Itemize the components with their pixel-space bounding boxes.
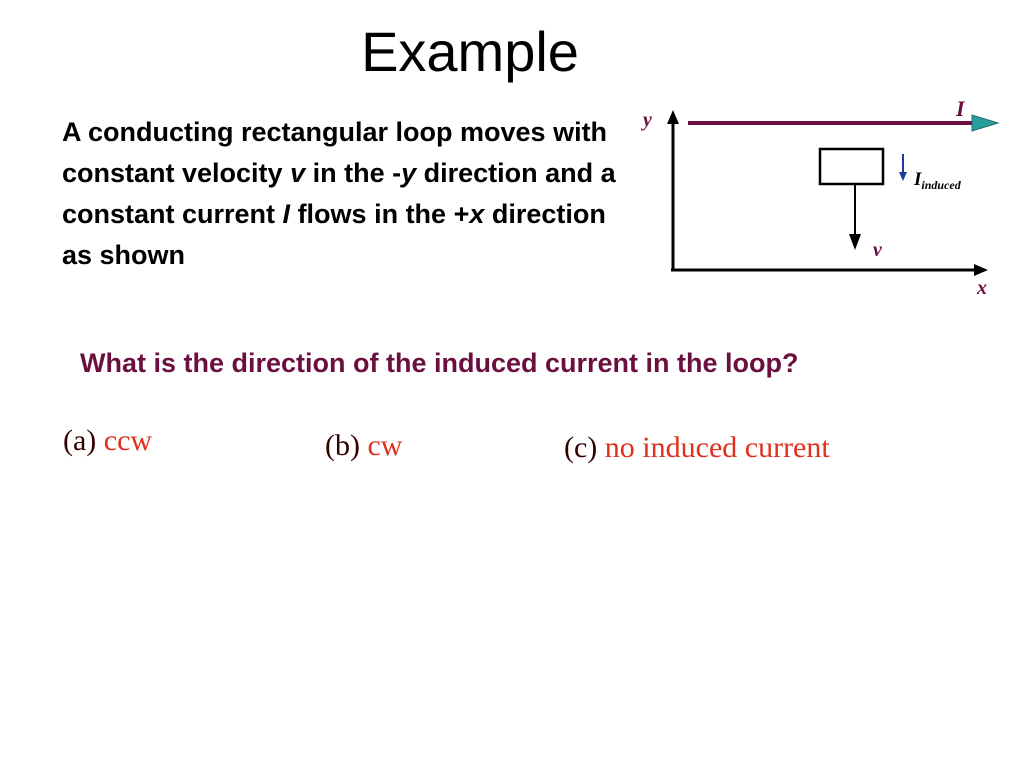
question-text: What is the direction of the induced cur… bbox=[80, 348, 799, 378]
velocity-label: v bbox=[873, 239, 883, 261]
problem-text-4: flows in the + bbox=[290, 199, 470, 229]
option-c-answer: no induced current bbox=[604, 431, 830, 464]
option-a: (a) ccw bbox=[63, 424, 152, 458]
option-a-answer: ccw bbox=[103, 424, 153, 457]
velocity-symbol: v bbox=[290, 158, 306, 188]
option-c: (c) no induced current bbox=[564, 431, 830, 465]
induced-current-label: Iinduced bbox=[913, 169, 962, 192]
option-b-answer: cw bbox=[367, 429, 403, 462]
x-axis-label: x bbox=[976, 277, 987, 299]
loop-diagram: y x I v Iinduced bbox=[641, 96, 1000, 299]
problem-text-3: direction and a constant current bbox=[62, 158, 616, 229]
y-symbol: y bbox=[401, 158, 417, 188]
induced-current-label-main: I bbox=[913, 169, 922, 190]
induced-current-arrowhead bbox=[899, 172, 907, 181]
current-symbol: I bbox=[282, 199, 291, 229]
option-b: (b) cw bbox=[325, 429, 402, 463]
induced-current-label-sub: induced bbox=[921, 178, 961, 192]
option-a-letter: (a) bbox=[63, 424, 97, 457]
slide-title: Example bbox=[361, 20, 579, 83]
conducting-loop bbox=[818, 147, 885, 186]
velocity-arrowhead bbox=[849, 234, 861, 250]
x-axis-arrowhead bbox=[974, 264, 988, 276]
x-symbol: x bbox=[469, 199, 485, 229]
y-axis-label: y bbox=[641, 109, 652, 131]
option-b-letter: (b) bbox=[325, 429, 360, 462]
problem-text-1: A conducting rectangular loop moves with… bbox=[62, 117, 608, 188]
option-c-letter: (c) bbox=[564, 431, 598, 464]
problem-text-5: direction as shown bbox=[62, 199, 606, 270]
current-wire-arrowhead bbox=[971, 114, 1000, 132]
problem-statement: A conducting rectangular loop moves with… bbox=[62, 112, 622, 276]
problem-text-2: in the - bbox=[305, 158, 402, 188]
y-axis-arrowhead bbox=[667, 110, 679, 124]
wire-current-label: I bbox=[955, 96, 966, 121]
